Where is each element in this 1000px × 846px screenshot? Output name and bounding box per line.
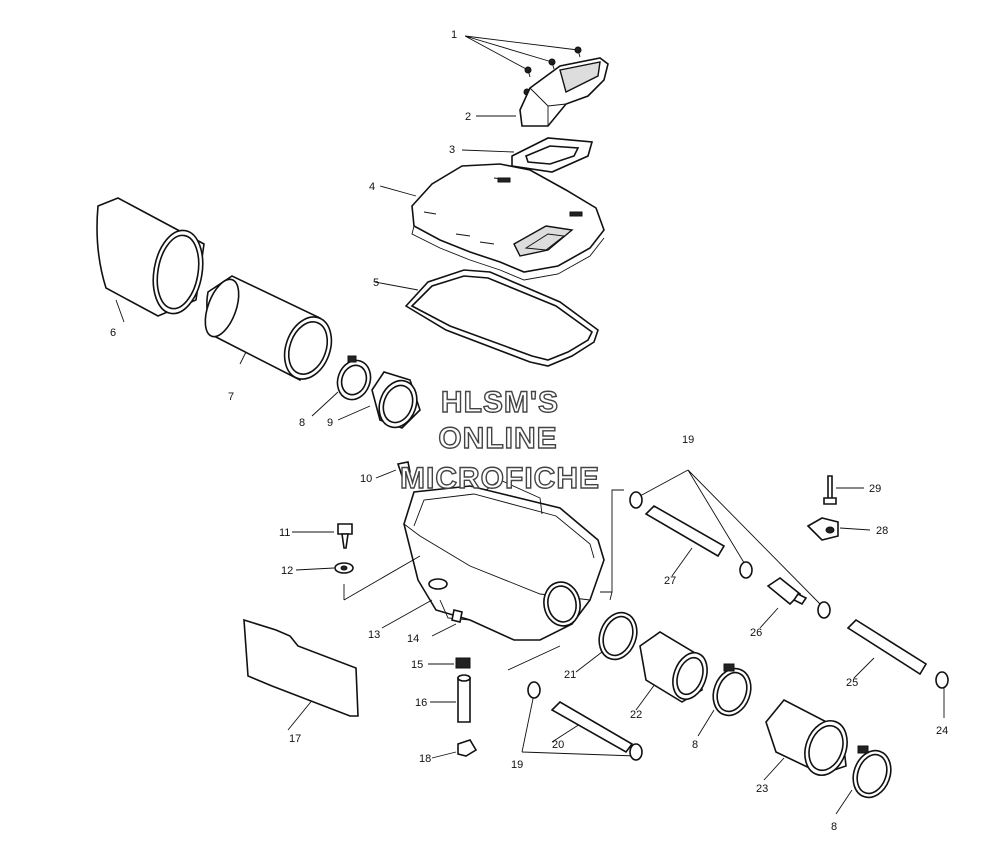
label-6: 6 (110, 327, 116, 339)
label-3: 3 (449, 144, 455, 156)
label-26: 26 (750, 627, 762, 639)
label-7: 7 (228, 391, 234, 403)
part-5-seal (374, 269, 599, 367)
label-8-bottom: 8 (831, 821, 837, 833)
part-3-gasket (461, 137, 594, 173)
label-25: 25 (846, 677, 858, 689)
label-27: 27 (664, 575, 676, 587)
label-20: 20 (552, 739, 564, 751)
part-27-hose (644, 505, 726, 577)
watermark: HLSM'S ONLINE MICROFICHE (399, 385, 600, 495)
part-8-clamp-top (311, 355, 372, 417)
watermark-line-1: HLSM'S (441, 386, 559, 419)
part-19-clips-lower (521, 681, 643, 761)
part-29-fastener (823, 475, 864, 505)
leaders-13-14 (381, 599, 457, 637)
part-12-washer (295, 562, 354, 574)
part-25-hose (846, 618, 928, 679)
part-26-connector (759, 577, 808, 629)
part-20-hose (550, 700, 634, 754)
label-10: 10 (360, 473, 372, 485)
label-18: 18 (419, 753, 431, 765)
part-9-coupler (337, 371, 421, 429)
part-17-plate (243, 618, 359, 731)
label-1: 1 (451, 29, 457, 41)
part-18-plug (431, 739, 478, 759)
part-22-boot (635, 631, 708, 711)
label-19-lower: 19 (511, 759, 523, 771)
label-21: 21 (564, 669, 576, 681)
part-16-drain-tube (430, 674, 471, 723)
label-15: 15 (411, 659, 423, 671)
part-24-cap (935, 671, 949, 718)
part-7-filter-element (204, 275, 333, 381)
label-22: 22 (630, 709, 642, 721)
label-16: 16 (415, 697, 427, 709)
label-2: 2 (465, 111, 471, 123)
part-11-bolt (292, 523, 353, 549)
label-4: 4 (369, 181, 375, 193)
part-23-outlet-boot (763, 698, 848, 781)
label-13: 13 (368, 629, 380, 641)
label-14: 14 (407, 633, 419, 645)
part-labels: 1 2 3 4 5 6 7 8 9 10 11 12 13 14 15 16 1… (110, 29, 948, 833)
label-5: 5 (373, 277, 379, 289)
watermark-line-3: MICROFICHE (400, 462, 600, 495)
label-17: 17 (289, 733, 301, 745)
label-8-middle: 8 (692, 739, 698, 751)
part-15-fitting (428, 657, 471, 669)
label-11: 11 (279, 527, 290, 539)
part-19-clips-upper (629, 469, 831, 619)
label-19-upper: 19 (682, 434, 694, 446)
part-14-airbox-body (343, 479, 624, 671)
label-8-top: 8 (299, 417, 305, 429)
label-9: 9 (327, 417, 333, 429)
part-4-airbox-cover (379, 163, 605, 281)
label-24: 24 (936, 725, 948, 737)
part-10-clip (375, 461, 411, 479)
watermark-line-2: ONLINE (438, 422, 557, 455)
part-8-clamp-middle (697, 663, 752, 737)
part-28-bracket (806, 517, 871, 541)
part-2-intake-snorkel (476, 57, 609, 127)
label-23: 23 (756, 783, 768, 795)
label-29: 29 (869, 483, 881, 495)
label-28: 28 (876, 525, 888, 537)
part-8-clamp-bottom (835, 745, 892, 815)
part-21-o-ring (575, 611, 638, 673)
label-12: 12 (281, 565, 293, 577)
part-6-filter-sleeve (96, 197, 205, 323)
